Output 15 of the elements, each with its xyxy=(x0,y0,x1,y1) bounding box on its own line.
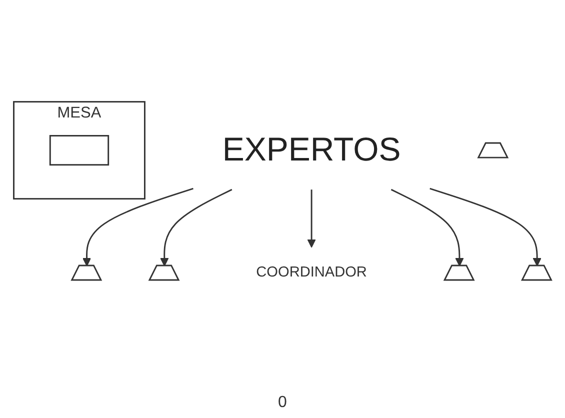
arrow xyxy=(430,188,542,266)
node-trapezoid xyxy=(148,264,180,281)
node-text: COORDINADOR xyxy=(256,264,367,280)
node-trapezoid xyxy=(70,264,102,281)
node-trapezoid xyxy=(443,264,475,281)
node-trapezoid xyxy=(520,264,552,281)
arrow xyxy=(390,188,464,266)
node-trapezoid xyxy=(477,142,509,158)
arrow xyxy=(82,188,194,266)
node-box xyxy=(49,135,110,166)
note-text: 0 xyxy=(278,394,287,411)
arrow xyxy=(307,190,316,248)
cluster: MESA xyxy=(13,101,146,200)
node-text: EXPERTOS xyxy=(222,131,401,168)
arrow xyxy=(160,188,232,266)
